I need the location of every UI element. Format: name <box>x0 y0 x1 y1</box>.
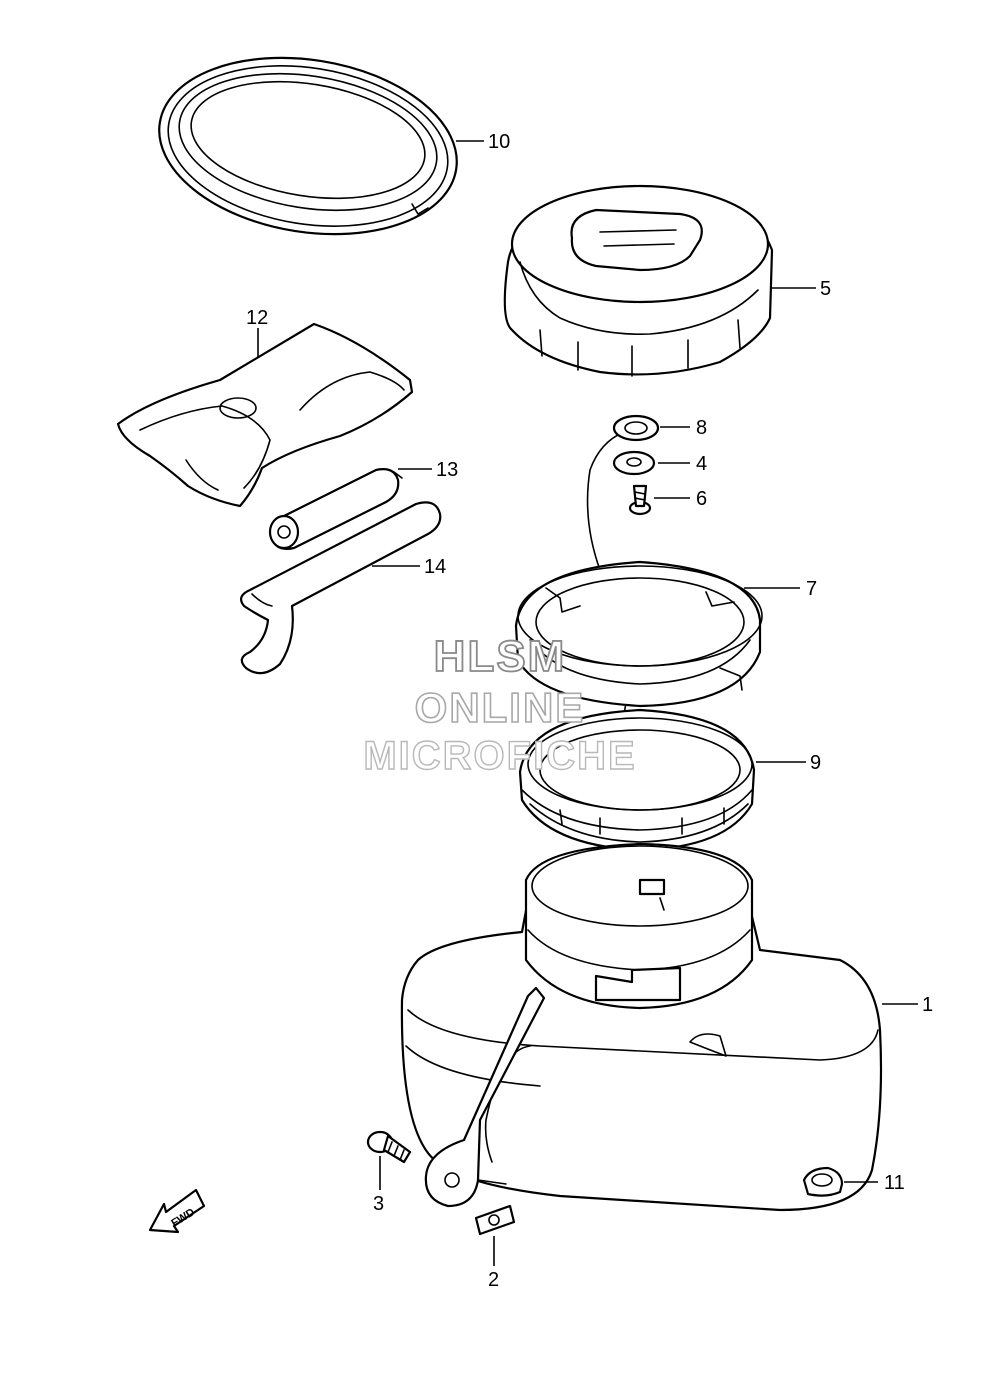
part-7-retainer-ring <box>514 560 763 708</box>
part-11-cushion <box>802 1166 844 1197</box>
part-13-pin <box>268 468 403 550</box>
callout-3: 3 <box>373 1193 384 1215</box>
part-4-grommet <box>612 450 656 476</box>
callout-6: 6 <box>696 488 707 510</box>
leader-lines <box>257 140 918 1266</box>
callout-5: 5 <box>820 278 831 300</box>
callout-2: 2 <box>488 1269 499 1291</box>
part-1-fuel-tank <box>400 842 883 1212</box>
callout-4: 4 <box>696 453 707 475</box>
part-3-bolt <box>366 1130 412 1164</box>
callout-9: 9 <box>810 752 821 774</box>
callout-11: 11 <box>884 1172 905 1194</box>
part-12-tool-bag <box>116 322 414 508</box>
watermark-line-2: ONLINE <box>414 683 586 732</box>
callout-14: 14 <box>424 556 446 578</box>
callout-7: 7 <box>806 578 817 600</box>
part-14-spanner <box>240 501 442 675</box>
callout-10: 10 <box>488 131 510 153</box>
callout-12: 12 <box>246 307 268 329</box>
watermark-line-3: MICROFICHE <box>363 733 637 778</box>
part-8-washer <box>612 414 660 442</box>
part-6-screw <box>628 484 652 516</box>
callout-13: 13 <box>436 459 458 481</box>
part-2-clip-nut <box>474 1204 516 1236</box>
callout-numbers: 10 5 8 4 6 7 9 1 11 12 13 14 3 2 <box>246 131 933 1291</box>
callout-8: 8 <box>696 417 707 439</box>
fwd-arrow-icon: FWD <box>148 1188 206 1234</box>
callout-1: 1 <box>922 994 933 1016</box>
part-9-filter-ring <box>518 708 756 852</box>
part-10-seal-ring <box>158 56 458 236</box>
watermark-line-1: HLSM <box>433 631 567 682</box>
part-5-fuel-cap <box>503 184 774 377</box>
